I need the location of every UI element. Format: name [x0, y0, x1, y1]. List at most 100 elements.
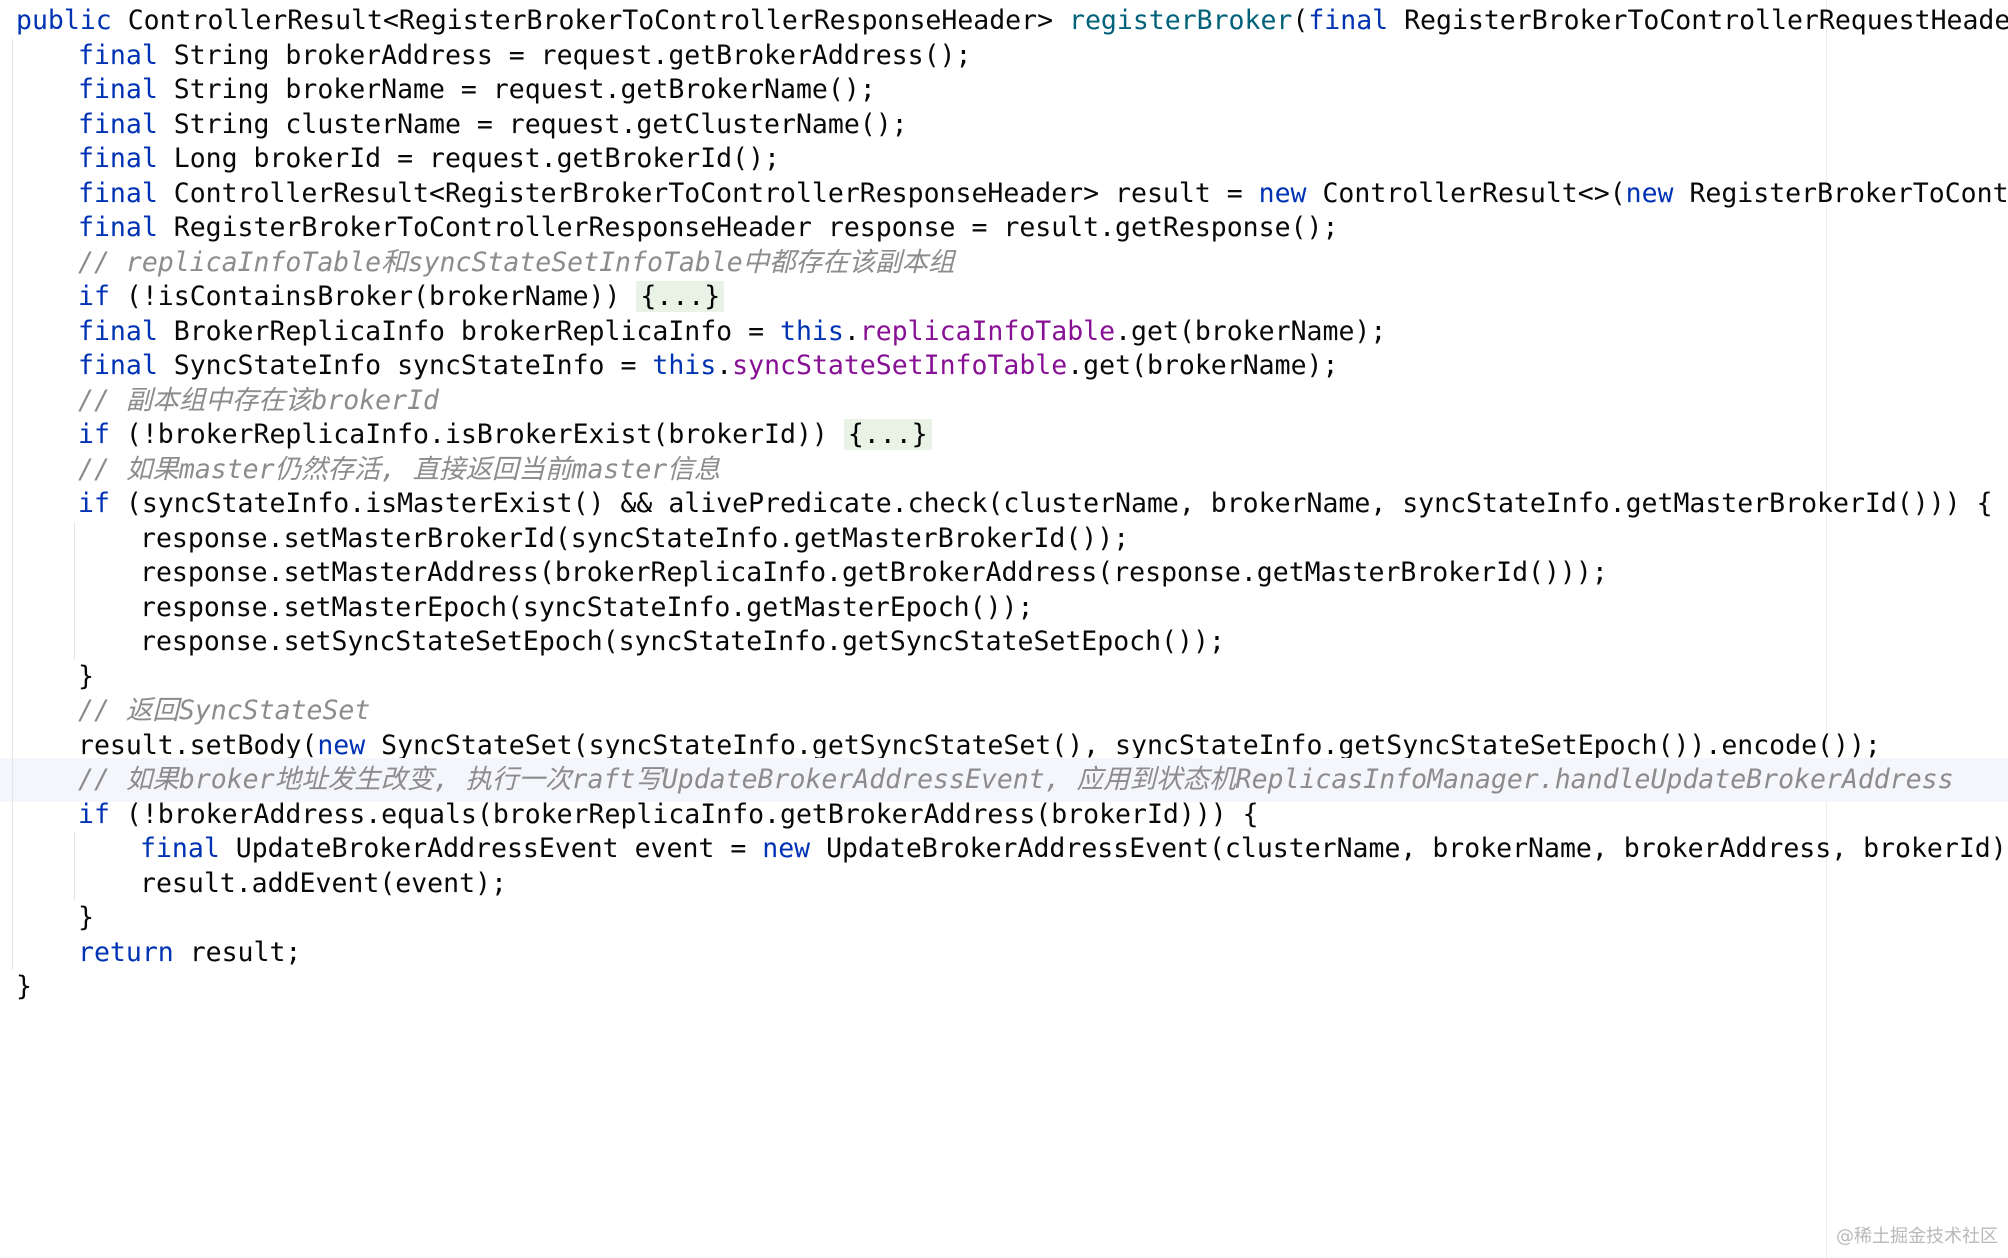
code-token: final [78, 212, 174, 243]
code-token: ( [1292, 5, 1309, 36]
code-token: new [1258, 177, 1323, 209]
code-token: if [78, 488, 126, 519]
code-token: String brokerName = request.getBrokerNam… [173, 74, 876, 105]
code-token: SyncStateInfo syncStateInfo = [173, 350, 653, 381]
code-line-content: response.setMasterEpoch(syncStateInfo.ge… [140, 586, 1033, 630]
code-token: return [78, 936, 190, 968]
code-token: new [317, 729, 382, 761]
code-line[interactable]: // 如果master仍然存活, 直接返回当前master信息 [0, 448, 2008, 492]
code-line[interactable]: result.addEvent(event); [0, 862, 2008, 906]
code-line-content: final BrokerReplicaInfo brokerReplicaInf… [78, 310, 1386, 354]
code-line-content: if (syncStateInfo.isMasterExist() && ali… [78, 482, 1993, 526]
code-line-content: public ControllerResult<RegisterBrokerTo… [16, 0, 2008, 43]
code-line[interactable]: response.setMasterAddress(brokerReplicaI… [0, 551, 2008, 595]
code-token: Long brokerId = request.getBrokerId(); [173, 143, 780, 174]
code-line[interactable]: if (syncStateInfo.isMasterExist() && ali… [0, 482, 2008, 526]
code-token: } [16, 971, 32, 1002]
code-line-content: response.setMasterBrokerId(syncStateInfo… [140, 517, 1129, 561]
code-token: // 副本组中存在该brokerId [78, 384, 439, 416]
code-token: final [78, 39, 174, 71]
code-line-content: final ControllerResult<RegisterBrokerToC… [78, 172, 2008, 216]
code-line[interactable]: response.setSyncStateSetEpoch(syncStateI… [0, 620, 2008, 664]
code-line-content: final SyncStateInfo syncStateInfo = this… [78, 344, 1338, 388]
code-token: RegisterBrokerToControllerResponseHeader… [173, 212, 1339, 243]
code-line[interactable]: // 如果broker地址发生改变, 执行一次raft写UpdateBroker… [0, 758, 2008, 802]
indent-guide [12, 38, 13, 970]
code-line-content: // 如果master仍然存活, 直接返回当前master信息 [78, 448, 720, 492]
code-line-content: final UpdateBrokerAddressEvent event = n… [140, 827, 2008, 871]
code-line[interactable]: result.setBody(new SyncStateSet(syncStat… [0, 724, 2008, 768]
code-line-content: final String clusterName = request.getCl… [78, 103, 908, 147]
code-line-content: } [78, 896, 94, 940]
code-token: (!brokerAddress.equals(brokerReplicaInfo… [125, 798, 1259, 830]
code-line[interactable]: if (!brokerReplicaInfo.isBrokerExist(bro… [0, 413, 2008, 457]
code-token: result.addEvent(event); [140, 867, 507, 899]
code-token: .get(brokerName); [1115, 315, 1387, 347]
code-token: new [1625, 177, 1690, 209]
code-token: response.setMasterBrokerId(syncStateInfo… [140, 522, 1130, 554]
code-token: // replicaInfoTable和syncStateSetInfoTabl… [78, 246, 955, 278]
code-token: (!isContainsBroker(brokerName)) [125, 281, 637, 312]
code-line-content: response.setMasterAddress(brokerReplicaI… [140, 551, 1608, 595]
code-token: registerBroker [1069, 5, 1293, 36]
code-line[interactable]: if (!brokerAddress.equals(brokerReplicaI… [0, 793, 2008, 837]
code-line[interactable]: // replicaInfoTable和syncStateSetInfoTabl… [0, 241, 2008, 285]
code-line[interactable]: return result; [0, 931, 2008, 975]
code-line[interactable]: final Long brokerId = request.getBrokerI… [0, 137, 2008, 181]
code-line[interactable]: } [0, 896, 2008, 940]
code-token: ControllerResult<RegisterBrokerToControl… [173, 177, 1259, 209]
code-token: final [78, 143, 174, 174]
code-line-content: // 返回SyncStateSet [78, 689, 370, 733]
code-line-content: // 如果broker地址发生改变, 执行一次raft写UpdateBroker… [78, 758, 1954, 802]
code-line[interactable]: response.setMasterBrokerId(syncStateInfo… [0, 517, 2008, 561]
folded-block[interactable]: {...} [636, 281, 725, 312]
code-token: (syncStateInfo.isMasterExist() && aliveP… [125, 488, 1993, 519]
code-token: UpdateBrokerAddressEvent(clusterName, br… [826, 833, 2008, 864]
code-line[interactable]: final BrokerReplicaInfo brokerReplicaInf… [0, 310, 2008, 354]
folded-block[interactable]: {...} [843, 419, 932, 450]
code-line-content: // 副本组中存在该brokerId [78, 379, 439, 423]
code-line[interactable]: } [0, 655, 2008, 699]
code-token: RegisterBrokerToControllerRequestHeader … [1404, 5, 2008, 36]
code-line[interactable]: final String brokerAddress = request.get… [0, 34, 2008, 78]
code-line-content: if (!brokerAddress.equals(brokerReplicaI… [78, 793, 1259, 837]
code-line[interactable]: final String clusterName = request.getCl… [0, 103, 2008, 147]
code-line[interactable]: final String brokerName = request.getBro… [0, 68, 2008, 112]
code-line-content: if (!isContainsBroker(brokerName)) {...} [78, 275, 725, 319]
code-token: if [78, 281, 126, 312]
code-token: .get(brokerName); [1067, 350, 1339, 381]
right-margin-guide [1826, 0, 1827, 1258]
code-token: final [140, 833, 236, 864]
code-token: response.setMasterEpoch(syncStateInfo.ge… [140, 591, 1034, 623]
code-token: } [78, 902, 94, 933]
code-line[interactable]: public ControllerResult<RegisterBrokerTo… [0, 0, 2008, 43]
code-token: ControllerResult<RegisterBrokerToControl… [127, 5, 1069, 36]
code-token: . [843, 315, 860, 347]
code-token: // 如果broker地址发生改变, 执行一次raft写UpdateBroker… [78, 764, 1954, 795]
code-line[interactable]: } [0, 965, 2008, 1009]
code-line[interactable]: // 副本组中存在该brokerId [0, 379, 2008, 423]
code-line[interactable]: final ControllerResult<RegisterBrokerToC… [0, 172, 2008, 216]
code-token: final [78, 350, 174, 381]
code-token: this [780, 315, 844, 347]
code-line[interactable]: response.setMasterEpoch(syncStateInfo.ge… [0, 586, 2008, 630]
code-line[interactable]: final UpdateBrokerAddressEvent event = n… [0, 827, 2008, 871]
code-token: replicaInfoTable [859, 315, 1116, 347]
code-token: syncStateSetInfoTable [732, 350, 1068, 381]
code-token: // 返回SyncStateSet [78, 695, 371, 726]
code-line-content: } [16, 965, 32, 1009]
code-line-content: } [78, 655, 94, 699]
code-line[interactable]: final RegisterBrokerToControllerResponse… [0, 206, 2008, 250]
code-token: } [78, 660, 94, 692]
code-line[interactable]: // 返回SyncStateSet [0, 689, 2008, 733]
code-token: . [716, 350, 733, 381]
code-line-content: final RegisterBrokerToControllerResponse… [78, 206, 1338, 250]
watermark: @稀土掘金技术社区 [1836, 1226, 1998, 1247]
code-line[interactable]: final SyncStateInfo syncStateInfo = this… [0, 344, 2008, 388]
code-token: result; [189, 936, 302, 968]
code-token: UpdateBrokerAddressEvent event = [235, 833, 763, 864]
code-token: final [78, 74, 174, 105]
code-token: final [78, 108, 174, 140]
code-line[interactable]: if (!isContainsBroker(brokerName)) {...} [0, 275, 2008, 319]
